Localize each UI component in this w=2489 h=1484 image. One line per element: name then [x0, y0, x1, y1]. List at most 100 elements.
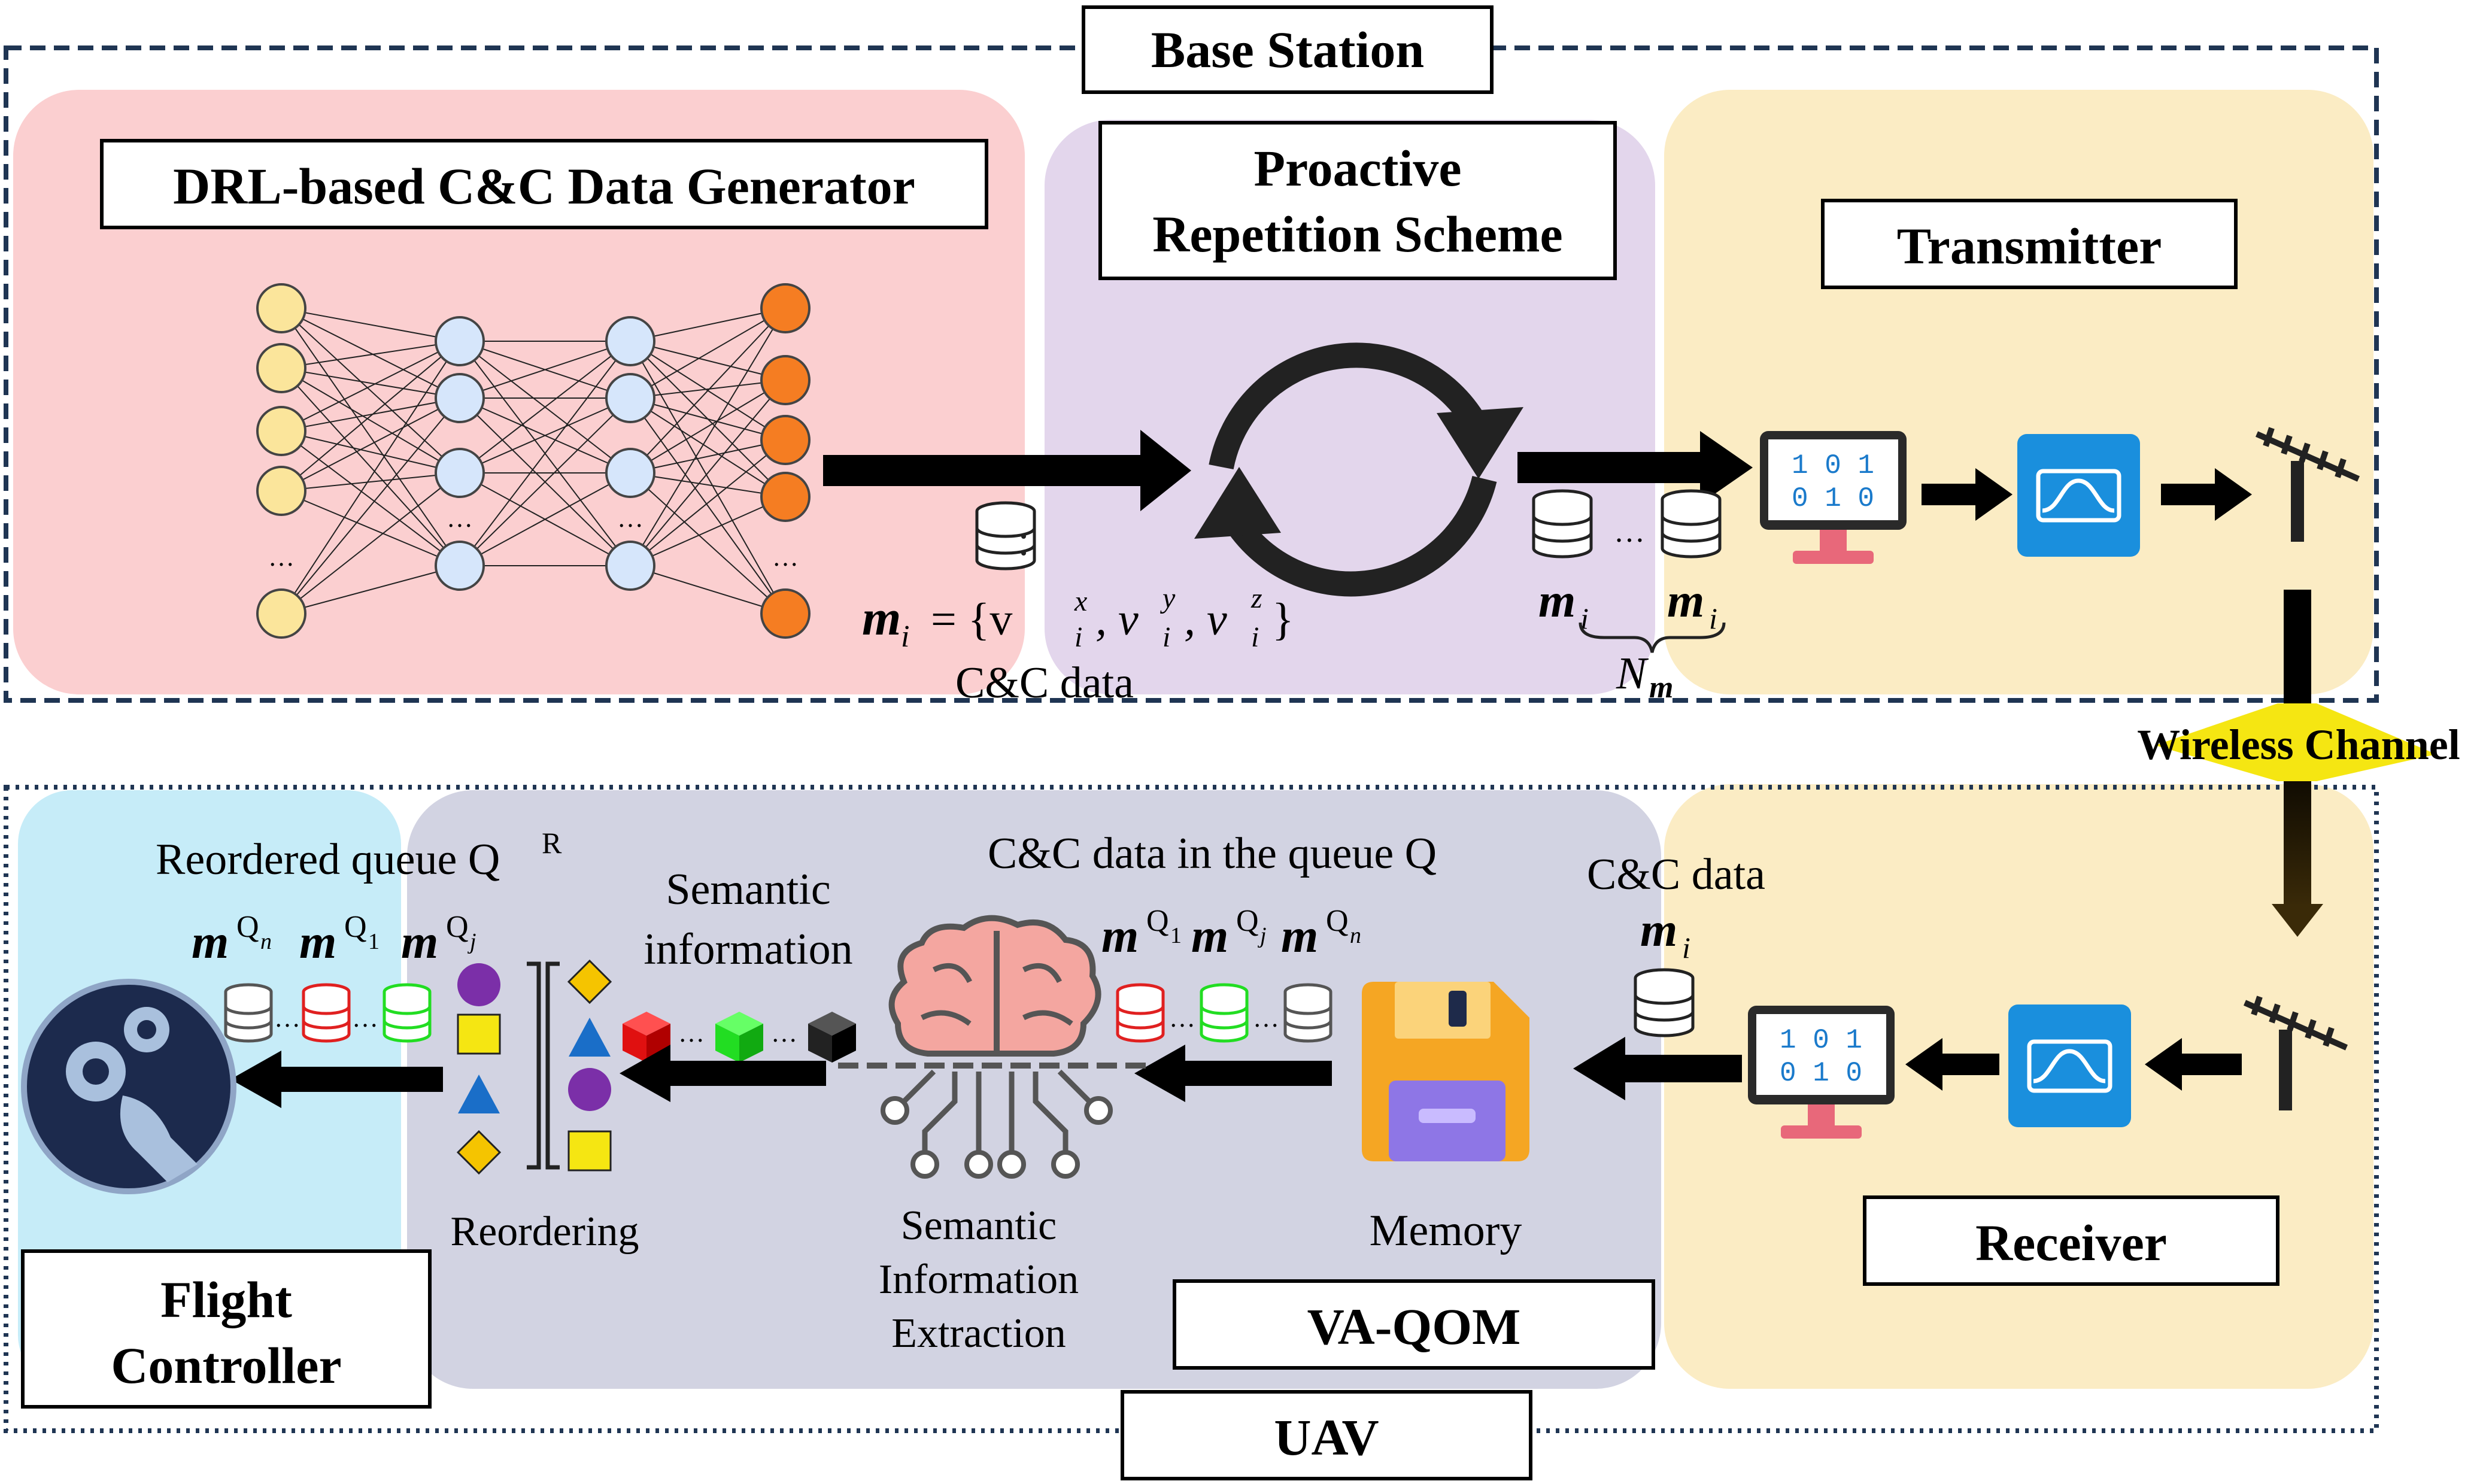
neural-network-nodes [256, 283, 811, 639]
v-close-brace: } [1272, 594, 1294, 645]
wireless-channel-label: Wireless Channel [2137, 721, 2460, 769]
reordered-queue-text: Reordered queue Q [156, 835, 500, 884]
neural-network-edges [281, 308, 786, 614]
nn-edge [281, 397, 460, 491]
arrow-computer-to-memory [1573, 1037, 1742, 1100]
nn-edge [459, 341, 631, 474]
rq-database-red [302, 983, 351, 1043]
v-sep-1: , v [1095, 594, 1139, 645]
nn-node-output [760, 415, 811, 465]
rx-binary-top: 1 0 1 [1780, 1025, 1862, 1056]
signal-icon-tx [2017, 434, 2140, 557]
nn-edge [281, 341, 460, 491]
cube-green-icon [715, 1012, 763, 1063]
generator-title-box [100, 139, 988, 229]
v-sup-z: z [1250, 582, 1262, 614]
transmitter-panel-bg [1664, 90, 2373, 694]
nn-edge [630, 496, 786, 566]
queue-m-q1: m [1101, 910, 1139, 963]
nm-symbol: N [1616, 648, 1649, 699]
repeat-mi-2-sub: i [1709, 602, 1717, 635]
extraction-line3: Extraction [891, 1310, 1066, 1356]
nn-node-output [760, 283, 811, 333]
mi-formula: m i = {v x i , v y i , v z i } [862, 582, 1294, 654]
refresh-icon [1209, 342, 1497, 597]
flight-controller-line1: Flight [160, 1271, 292, 1328]
nn-ellipsis-hidden1: … [447, 503, 473, 533]
nn-node-output [760, 355, 811, 405]
nn-edge [281, 368, 460, 399]
queue-qn-sub: n [1350, 923, 1361, 948]
nn-edge [281, 308, 460, 474]
nn-edge [281, 368, 460, 474]
reordered-queue-labels: m Q n m Q 1 m Q j [192, 910, 476, 969]
cc-data-label-rx: C&C data [1587, 850, 1765, 899]
transmitter-title: Transmitter [1897, 217, 2162, 275]
semantic-info-line2: information [644, 925, 852, 974]
nn-edge [281, 490, 460, 566]
nn-node-output [760, 472, 811, 522]
nn-edge [630, 308, 786, 566]
uav-title: UAV [1274, 1409, 1379, 1466]
queue-ellipsis-1: … [1169, 1003, 1195, 1033]
flight-controller-title-box [21, 1249, 432, 1409]
queue-q1-sub: 1 [1170, 923, 1182, 948]
rq-ellipsis-2: … [352, 1003, 378, 1033]
arrow-reordering-to-flight [230, 1051, 443, 1108]
nn-edge [630, 341, 786, 381]
brain-circuit-icon [838, 915, 1149, 1179]
mi-formula-body: = {v [931, 594, 1012, 645]
cube-black-icon [808, 1012, 856, 1063]
repeat-mi-2: m [1667, 575, 1704, 627]
extraction-line1: Semantic [901, 1203, 1057, 1249]
rq-m-qn: m [192, 916, 229, 969]
nn-ellipsis-hidden2: … [617, 503, 644, 533]
nn-node-hidden1 [435, 373, 485, 423]
nn-node-input [256, 406, 306, 456]
nn-edge [630, 380, 786, 566]
arrow-computer-to-modulator-tx [1922, 468, 2013, 521]
database-icon-rx [1634, 968, 1695, 1037]
nn-node-hidden2 [605, 448, 655, 498]
repeat-labels: m i m i N m [1538, 575, 1726, 705]
rq-qn-sup: Q [236, 910, 259, 944]
database-icon-red [1116, 983, 1165, 1043]
v-sub-i-3: i [1251, 621, 1259, 653]
reordered-databases: … … [224, 983, 432, 1043]
nn-edge [630, 308, 786, 474]
rq-database-green [383, 983, 432, 1043]
nn-edge [281, 565, 460, 614]
arrow-demodulator-to-computer-rx [1905, 1038, 1999, 1091]
queue-m-qn: m [1281, 910, 1318, 963]
wireless-channel-highlight [2155, 703, 2436, 781]
nn-node-input [256, 343, 306, 393]
cc-data-label-top: C&C data [955, 658, 1134, 708]
computer-icon-rx: 1 0 1 0 1 0 [1748, 1006, 1895, 1139]
reordered-queue-sup: R [542, 826, 562, 860]
nn-edge [630, 397, 786, 497]
nn-edge [459, 341, 631, 566]
repetition-title-box [1098, 121, 1617, 280]
nn-edge [281, 397, 460, 432]
nn-node-hidden2 [605, 541, 655, 591]
queue-qj-sup: Q [1236, 904, 1259, 938]
nn-edge [281, 341, 460, 614]
nn-edge [281, 430, 460, 474]
repeat-ellipsis: … [1614, 515, 1645, 549]
vaqom-title-box [1173, 1279, 1655, 1370]
nn-edge [281, 368, 460, 566]
base-station-title: Base Station [1151, 21, 1424, 78]
nn-edge [630, 380, 786, 399]
nn-edge [630, 439, 786, 566]
nn-edge [459, 472, 631, 566]
refresh-arrowhead-2 [1194, 467, 1281, 539]
rq-q1-sub: 1 [368, 929, 380, 954]
rq-m-qj: m [401, 916, 438, 969]
memory-label: Memory [1370, 1206, 1522, 1255]
database-icon-green [1200, 983, 1249, 1043]
nn-node-hidden1 [435, 448, 485, 498]
reordering-bracket-left [527, 961, 541, 1170]
nn-edge [281, 472, 460, 614]
